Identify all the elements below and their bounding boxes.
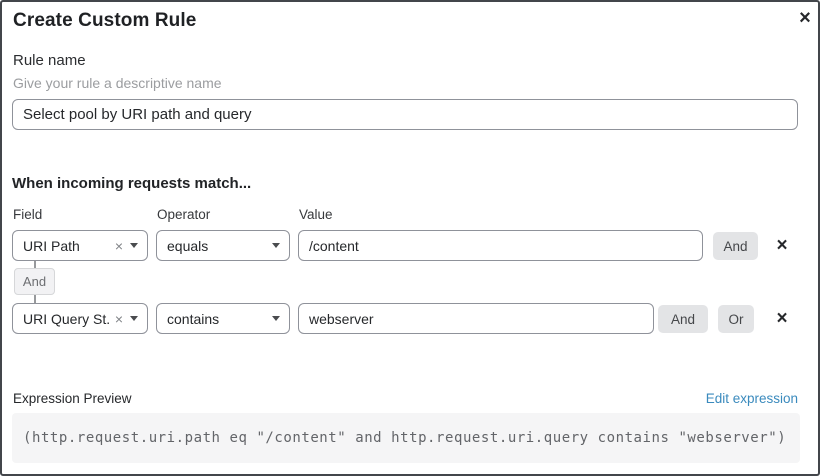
expression-preview-label: Expression Preview [13, 391, 132, 406]
remove-row2-icon[interactable]: × [770, 307, 794, 331]
value-input-row1[interactable] [298, 230, 703, 261]
expression-preview-code-block: (http.request.uri.path eq "/content" and… [12, 413, 800, 463]
remove-row1-icon[interactable]: × [770, 234, 794, 258]
field-dropdown-row2-value: URI Query St... [23, 310, 111, 327]
close-icon[interactable]: × [792, 5, 818, 31]
value-input-row2[interactable] [298, 303, 654, 334]
value-column-label: Value [299, 207, 333, 222]
operator-dropdown-row1-value: equals [167, 237, 209, 254]
chevron-down-icon [272, 243, 280, 248]
and-button-row2[interactable]: And [658, 305, 708, 333]
edit-expression-link[interactable]: Edit expression [705, 391, 798, 406]
clear-selection-icon[interactable]: × [114, 310, 123, 327]
chevron-down-icon [272, 316, 280, 321]
field-dropdown-row2[interactable]: URI Query St... × [12, 303, 148, 334]
connector-line-top [34, 261, 36, 269]
dialog-title: Create Custom Rule [13, 10, 197, 31]
rule-name-hint: Give your rule a descriptive name [13, 75, 222, 91]
chevron-down-icon [130, 316, 138, 321]
or-button-row2[interactable]: Or [718, 305, 754, 333]
operator-dropdown-row2-value: contains [167, 310, 220, 327]
operator-dropdown-row1[interactable]: equals [156, 230, 290, 261]
connector-line-bottom [34, 295, 36, 304]
connector-and-chip: And [14, 268, 55, 295]
match-heading: When incoming requests match... [12, 175, 252, 192]
chevron-down-icon [130, 243, 138, 248]
expression-code: (http.request.uri.path eq "/content" and… [23, 430, 787, 446]
rule-name-input[interactable] [12, 99, 798, 130]
operator-column-label: Operator [157, 207, 211, 222]
clear-selection-icon[interactable]: × [114, 237, 123, 254]
operator-dropdown-row2[interactable]: contains [156, 303, 290, 334]
field-column-label: Field [13, 207, 43, 222]
field-dropdown-row1[interactable]: URI Path × [12, 230, 148, 261]
and-button-row1[interactable]: And [713, 232, 758, 260]
field-dropdown-row1-value: URI Path [23, 237, 80, 254]
rule-name-label: Rule name [13, 52, 86, 69]
